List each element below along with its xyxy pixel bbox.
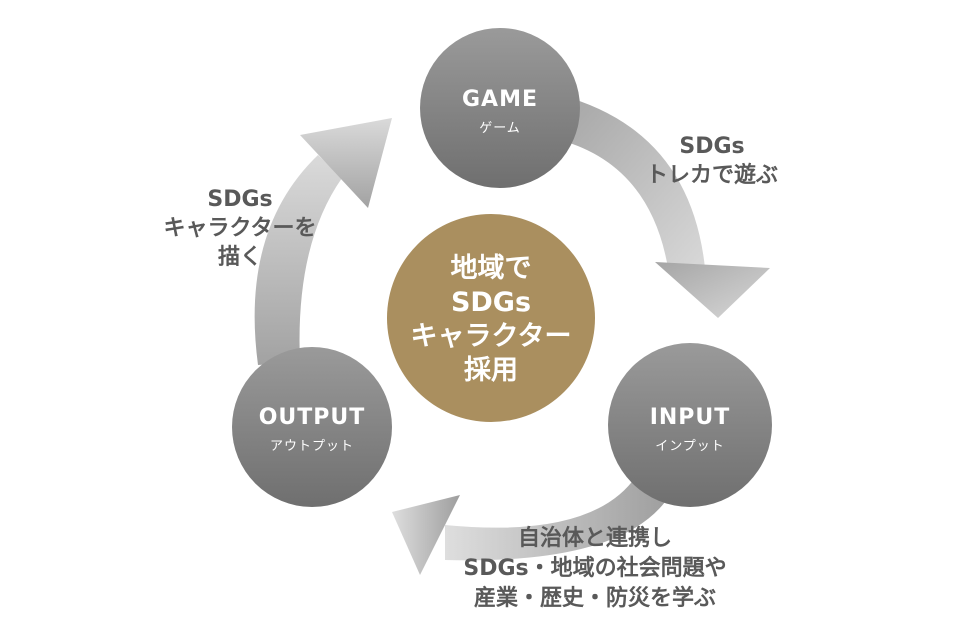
center-line-4: 採用 <box>464 355 518 386</box>
arrow-input-to-output-head <box>392 495 460 575</box>
label-output-to-game-line-2: キャラクターを <box>163 216 316 241</box>
node-input-title: INPUT <box>650 405 731 430</box>
arrow-output-to-game-head <box>300 118 392 208</box>
node-game-title: GAME <box>462 87 538 112</box>
node-output-circle <box>232 347 392 507</box>
label-output-to-game-line-1: SDGs <box>207 187 272 212</box>
label-input-to-output-line-1: 自治体と連携し <box>518 525 672 551</box>
center-line-3: キャラクター <box>411 321 572 352</box>
node-output: OUTPUT アウトプット <box>232 347 392 507</box>
label-game-to-input-line-2: トレカで遊ぶ <box>646 162 778 188</box>
label-input-to-output: 自治体と連携し SDGs・地域の社会問題や 産業・歴史・防災を学ぶ <box>463 525 726 611</box>
center-line-1: 地域で <box>451 253 532 284</box>
node-input-subtitle: インプット <box>655 439 725 454</box>
node-game-subtitle: ゲーム <box>479 121 521 136</box>
arrow-game-to-input <box>560 95 770 318</box>
node-game: GAME ゲーム <box>420 28 580 188</box>
node-input: INPUT インプット <box>608 343 772 507</box>
center-node: 地域で SDGs キャラクター 採用 <box>387 214 595 422</box>
node-input-circle <box>608 343 772 507</box>
arrow-input-to-output <box>392 470 670 575</box>
arrow-output-to-game <box>254 118 392 365</box>
node-output-title: OUTPUT <box>259 405 366 430</box>
arrow-output-to-game-shaft <box>254 155 342 365</box>
arrow-game-to-input-shaft <box>560 95 705 268</box>
arrow-input-to-output-shaft <box>445 470 670 561</box>
label-output-to-game-line-3: 描く <box>218 245 262 270</box>
center-line-2: SDGs <box>451 287 531 318</box>
center-circle <box>387 214 595 422</box>
node-game-circle <box>420 28 580 188</box>
arrow-game-to-input-head <box>655 262 770 318</box>
label-output-to-game: SDGs キャラクターを 描く <box>163 187 316 270</box>
label-game-to-input-line-1: SDGs <box>679 134 744 159</box>
node-output-subtitle: アウトプット <box>270 439 354 454</box>
label-game-to-input: SDGs トレカで遊ぶ <box>646 134 778 188</box>
label-input-to-output-line-2: SDGs・地域の社会問題や <box>463 555 726 581</box>
label-input-to-output-line-3: 産業・歴史・防災を学ぶ <box>474 585 716 611</box>
